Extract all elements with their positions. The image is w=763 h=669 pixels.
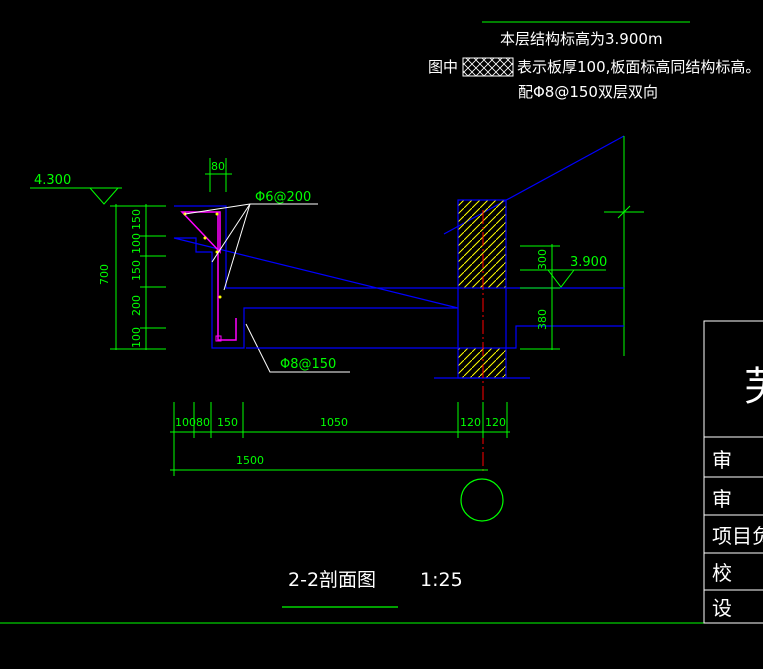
rebar-top: Φ6@200 <box>255 190 311 205</box>
rebar-note: 配Φ8@150双层双向 <box>518 83 658 101</box>
dim-horizontal <box>170 402 510 476</box>
dim-total-1500: 1500 <box>236 454 264 467</box>
leader-top <box>184 203 318 291</box>
title-block <box>703 320 763 624</box>
legend-hatch-symbol <box>462 57 514 77</box>
dim-h-150: 150 <box>217 416 238 429</box>
level-right: 3.900 <box>570 255 607 270</box>
level-triangle-left <box>89 187 119 205</box>
section-scale: 1:25 <box>420 569 463 591</box>
structural-elevation-note: 本层结构标高为3.900m <box>500 30 663 48</box>
dim-v-150a: 150 <box>130 209 143 230</box>
title-row-4: 校 <box>712 561 732 585</box>
rebar-longitudinal <box>217 212 237 341</box>
level-left: 4.300 <box>34 173 71 188</box>
title-row-3: 项目负 <box>712 524 763 548</box>
dim-380: 380 <box>536 309 549 330</box>
dim-v-150b: 150 <box>130 260 143 281</box>
title-block-main: 芜 <box>744 364 763 410</box>
section-title: 2-2剖面图 <box>288 569 376 591</box>
dim-h-80: 80 <box>196 416 210 429</box>
break-symbol <box>604 205 644 219</box>
dim-h-100: 100 <box>175 416 196 429</box>
dim-v-200: 200 <box>130 295 143 316</box>
rebar-bottom: Φ8@150 <box>280 357 336 372</box>
dim-v-100a: 100 <box>130 233 143 254</box>
dim-h-120a: 120 <box>460 416 481 429</box>
legend-text: 表示板厚100,板面标高同结构标高。 <box>517 58 760 76</box>
dim-v-100b: 100 <box>130 327 143 348</box>
column-lower <box>457 347 507 379</box>
legend-prefix: 图中 <box>428 58 458 76</box>
dim-300: 300 <box>536 249 549 270</box>
dim-80: 80 <box>211 160 225 173</box>
axis-bubble <box>460 478 504 522</box>
rebar-stirrup <box>180 211 221 254</box>
column-upper <box>457 199 507 289</box>
title-row-5: 设 <box>712 596 732 620</box>
dim-right-ticks <box>520 245 560 350</box>
title-row-2: 审 <box>712 487 732 511</box>
parapet-outline <box>173 205 459 349</box>
leader-bottom <box>245 323 350 373</box>
dim-vert-ticks <box>110 205 166 350</box>
title-row-1: 审 <box>712 448 732 472</box>
dim-h-120b: 120 <box>485 416 506 429</box>
dim-700: 700 <box>98 264 111 285</box>
dim-h-1050: 1050 <box>320 416 348 429</box>
slab-bottom-right <box>506 325 624 349</box>
rebar-bar-end <box>215 335 222 342</box>
